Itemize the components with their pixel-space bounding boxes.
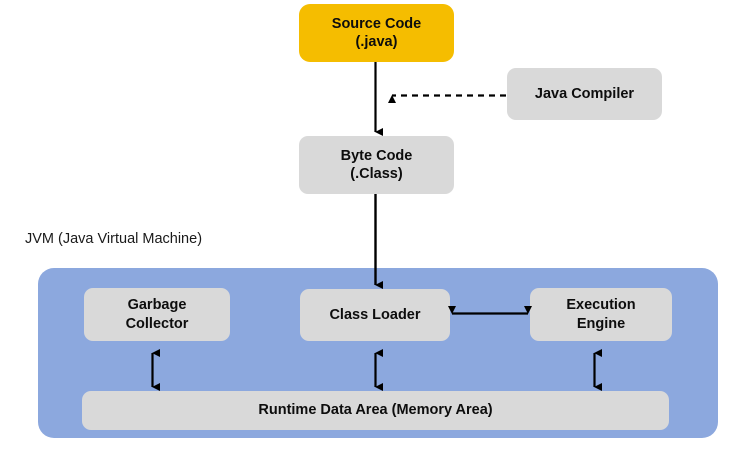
node-garbage-collector-line1: Garbage (127, 297, 187, 314)
node-java-compiler-label: Java Compiler (534, 85, 635, 102)
node-runtime-data-area-label: Runtime Data Area (Memory Area) (258, 402, 493, 419)
node-source-code-line2: (.java) (355, 34, 398, 50)
jvm-caption-label: JVM (Java Virtual Machine) (25, 231, 203, 247)
node-runtime-data-area[interactable]: Runtime Data Area (Memory Area) (82, 391, 669, 430)
node-byte-code-line1: Byte Code (340, 147, 413, 164)
node-garbage-collector[interactable]: Garbage Collector (84, 288, 230, 341)
node-execution-engine-line1: Execution (566, 297, 636, 314)
node-byte-code-line2: (.Class) (350, 166, 403, 182)
node-execution-engine[interactable]: Execution Engine (530, 288, 672, 341)
node-byte-code[interactable]: Byte Code (.Class) (299, 136, 454, 194)
node-garbage-collector-line2: Collector (125, 315, 189, 332)
node-class-loader[interactable]: Class Loader (300, 289, 450, 341)
node-class-loader-label: Class Loader (329, 306, 421, 323)
node-source-code-line1: Source Code (331, 15, 422, 32)
node-java-compiler[interactable]: Java Compiler (507, 68, 662, 120)
node-source-code[interactable]: Source Code (.java) (299, 4, 454, 62)
node-execution-engine-line2: Engine (576, 315, 626, 332)
